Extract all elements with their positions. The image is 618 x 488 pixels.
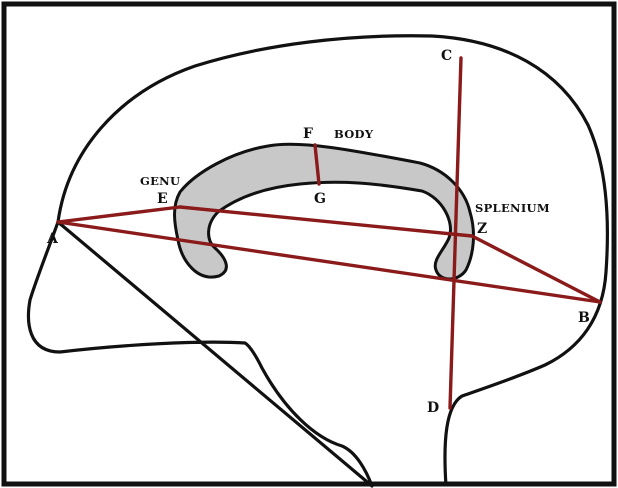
point-label-z: Z: [477, 221, 487, 237]
region-label-genu: GENU: [140, 174, 180, 188]
point-label-g: G: [314, 191, 326, 207]
line-e-z: [180, 207, 472, 236]
point-label-b: B: [578, 310, 590, 326]
image-frame: [4, 4, 614, 484]
point-label-a: A: [46, 231, 59, 247]
point-label-c: C: [441, 48, 452, 64]
region-label-body: BODY: [334, 127, 374, 141]
point-label-e: E: [157, 191, 168, 207]
line-a-e: [58, 207, 180, 222]
point-label-f: F: [303, 126, 313, 142]
region-label-splenium: SPLENIUM: [475, 201, 550, 215]
point-label-d: D: [427, 400, 439, 416]
measurement-lines: [58, 58, 600, 408]
